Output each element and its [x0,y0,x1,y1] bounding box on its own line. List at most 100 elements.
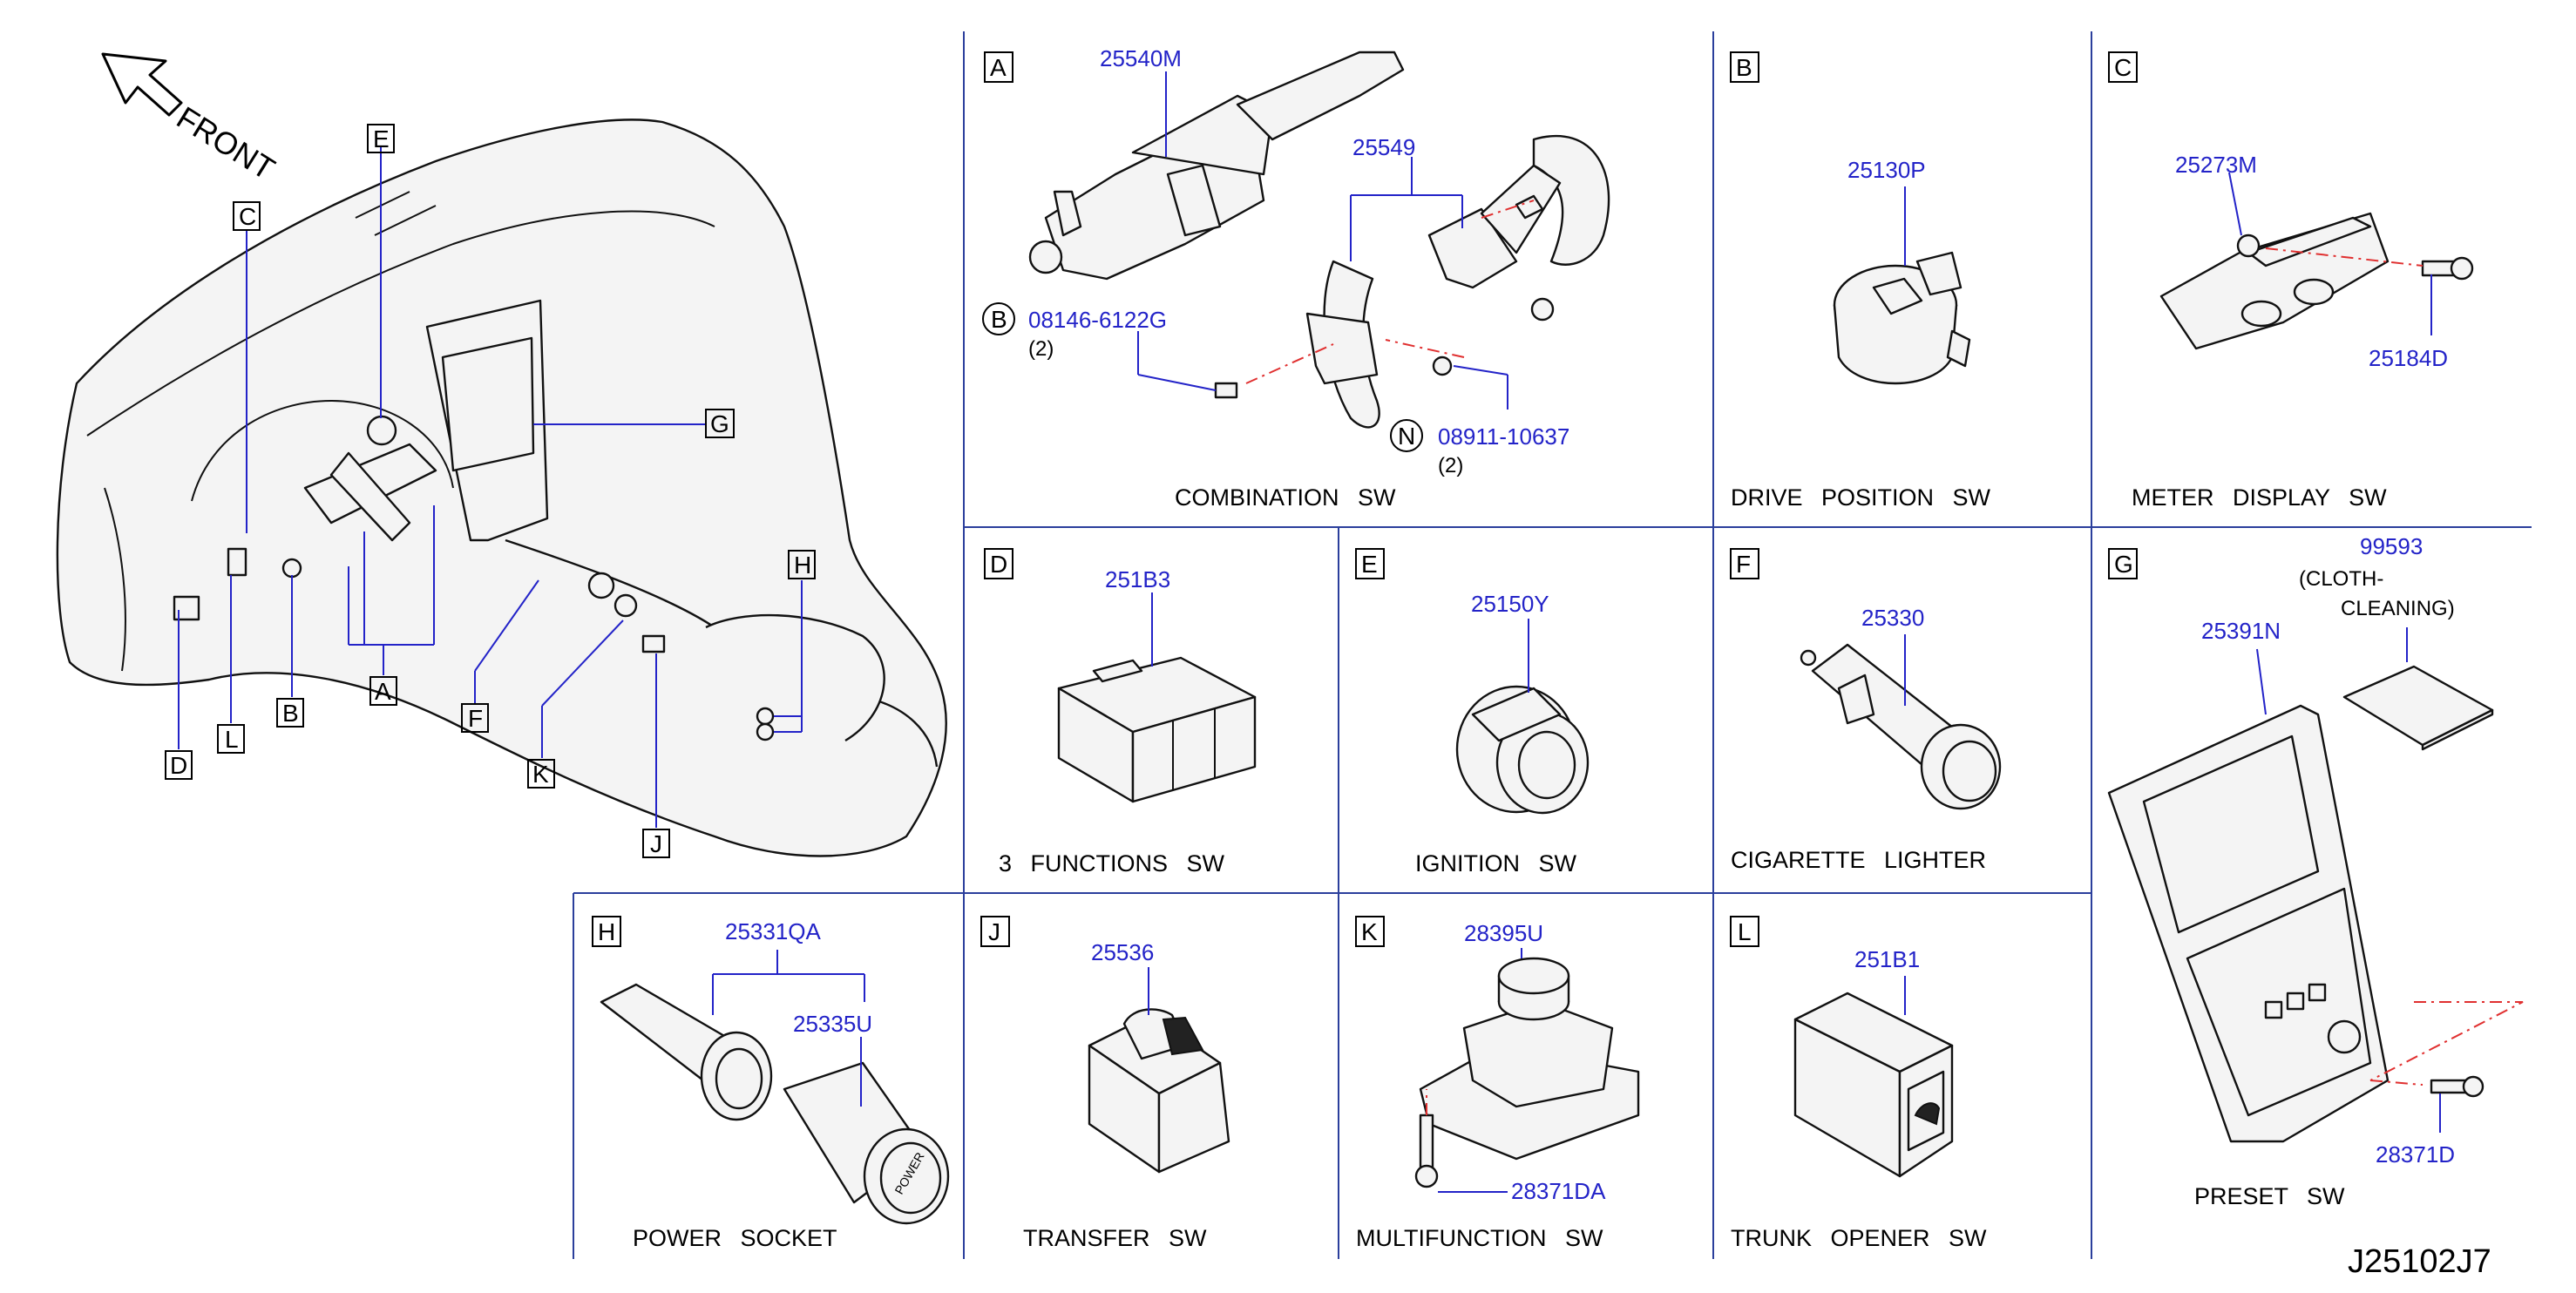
svg-text:08911-10637: 08911-10637 [1438,423,1569,450]
svg-text:08146-6122G: 08146-6122G [1028,307,1167,333]
svg-text:K: K [532,761,549,788]
power-socket-illustration: POWER [600,983,950,1225]
part-number-28371da: 28371DA [1511,1178,1606,1204]
part-number-25330: 25330 [1861,605,1924,631]
cigarette-lighter-illustration [1800,643,2002,810]
panel-h-letter: H [598,918,615,945]
drive-position-switch-illustration [1833,251,1971,385]
overview-callout-E[interactable]: E [367,124,395,153]
panel-c-caption: METER DISPLAY SW [2132,484,2387,511]
part-number-25150y: 25150Y [1471,591,1549,617]
part-number-28395u: 28395U [1464,920,1543,946]
panel-c-letter: C [2114,54,2132,81]
svg-text:C: C [239,203,256,230]
overview-callout-A[interactable]: A [369,676,397,706]
panel-d-letter: D [990,551,1007,578]
svg-text:A: A [375,678,391,705]
panel-j-caption: TRANSFER SW [1023,1225,1207,1251]
overview-view: FRONT [56,52,947,858]
svg-text:L: L [225,726,239,753]
panel-j-letter: J [988,918,1000,945]
panel-l-caption: TRUNK OPENER SW [1731,1225,1987,1251]
svg-text:N: N [1398,423,1415,450]
ignition-switch-illustration [1455,685,1590,815]
panel-d-3-functions-sw: D 251B3 3 FUNCTIONS SW [984,548,1257,877]
overview-callout-G[interactable]: G [705,409,735,438]
overview-callout-F[interactable]: F [461,703,489,733]
panel-l-trunk-opener-sw: L 251B1 TRUNK OPENER SW [1730,916,1987,1251]
panel-k-caption: MULTIFUNCTION SW [1356,1225,1603,1251]
part-number-25184d: 25184D [2369,345,2448,371]
panel-h-caption: POWER SOCKET [633,1225,837,1251]
cloth-note-line2: CLEANING) [2341,597,2455,620]
panel-b-caption: DRIVE POSITION SW [1731,484,1991,511]
part-number-99593: 99593 [2360,533,2423,559]
part-number-25540m: 25540M [1100,45,1182,71]
svg-text:G: G [710,410,729,437]
combination-switch-illustration [1028,51,1610,429]
overview-callout-K[interactable]: K [527,759,555,789]
svg-text:E: E [373,125,390,152]
part-number-25331qa: 25331QA [725,918,822,944]
front-label: FRONT [171,99,281,186]
panel-g-caption: PRESET SW [2194,1183,2345,1209]
panel-a-letter: A [990,54,1007,81]
meter-display-switch-illustration [2159,212,2474,350]
part-number-28371d: 28371D [2376,1141,2455,1168]
trunk-opener-switch-illustration [1793,992,1954,1178]
part-number-25536: 25536 [1091,939,1154,965]
panel-g-letter: G [2114,551,2133,578]
panel-j-transfer-sw: J 25536 TRANSFER SW [980,916,1230,1251]
svg-text:B: B [991,306,1007,333]
panel-grid [573,31,2532,1259]
panel-a-caption: COMBINATION SW [1175,484,1396,511]
panel-e-ignition-sw: E 25150Y IGNITION SW [1355,548,1590,877]
svg-text:(2): (2) [1438,454,1463,477]
diagram-reference-code: J25102J7 [2348,1243,2491,1280]
transfer-switch-illustration [1088,1008,1230,1174]
preset-switch-illustration [2107,665,2524,1143]
fastener-nut-callout: N 08911-10637 (2) [1390,419,1569,477]
svg-text:D: D [170,752,187,779]
part-number-25273m: 25273M [2175,152,2257,178]
panel-c-meter-display-sw: C 25273M 25184D METER DISPLAY SW [2108,51,2474,511]
panel-f-caption: CIGARETTE LIGHTER [1731,847,1986,873]
three-functions-switch-illustration [1057,656,1257,803]
panel-e-letter: E [1361,551,1378,578]
overview-callout-J[interactable]: J [642,829,670,858]
part-number-25335u: 25335U [793,1011,872,1037]
overview-callout-H[interactable]: H [788,550,816,579]
part-number-251b1: 251B1 [1854,946,1920,972]
panel-h-power-socket: H POWER 25331QA 25335U POWER SOCKET [592,916,950,1251]
overview-callout-D[interactable]: D [165,750,193,780]
panel-d-caption: 3 FUNCTIONS SW [999,850,1225,877]
svg-text:F: F [468,705,483,732]
panel-b-drive-position-sw: B 25130P DRIVE POSITION SW [1730,51,1991,511]
overview-callout-B[interactable]: B [276,698,304,728]
overview-callout-L[interactable]: L [217,724,245,754]
panel-e-caption: IGNITION SW [1415,850,1577,877]
dashboard-illustration [56,118,947,857]
panel-k-letter: K [1361,918,1378,945]
panel-f-cigarette-lighter: F 25330 CIGARETTE LIGHTER [1730,548,2002,873]
panel-g-preset-sw: G 99593 (CLOTH- CLEANING) 25391N 28371D … [2107,533,2524,1209]
svg-text:H: H [794,552,811,579]
svg-text:J: J [650,830,662,857]
fastener-bolt-callout: B 08146-6122G (2) [982,302,1167,361]
part-number-25130p: 25130P [1847,157,1926,183]
overview-callout-C[interactable]: C [233,201,261,231]
cloth-note-line1: (CLOTH- [2299,567,2383,591]
panel-l-letter: L [1738,918,1752,945]
part-number-25549: 25549 [1352,134,1415,160]
svg-text:(2): (2) [1028,337,1054,361]
svg-text:B: B [282,700,299,727]
overview-leaders [178,146,803,828]
part-number-251b3: 251B3 [1105,566,1170,592]
multifunction-switch-illustration [1414,957,1640,1188]
panel-f-letter: F [1736,551,1751,578]
panel-a-combination-sw: A [982,45,1610,511]
front-arrow-icon [101,52,183,117]
part-number-25391n: 25391N [2201,618,2281,644]
panel-b-letter: B [1736,54,1752,81]
